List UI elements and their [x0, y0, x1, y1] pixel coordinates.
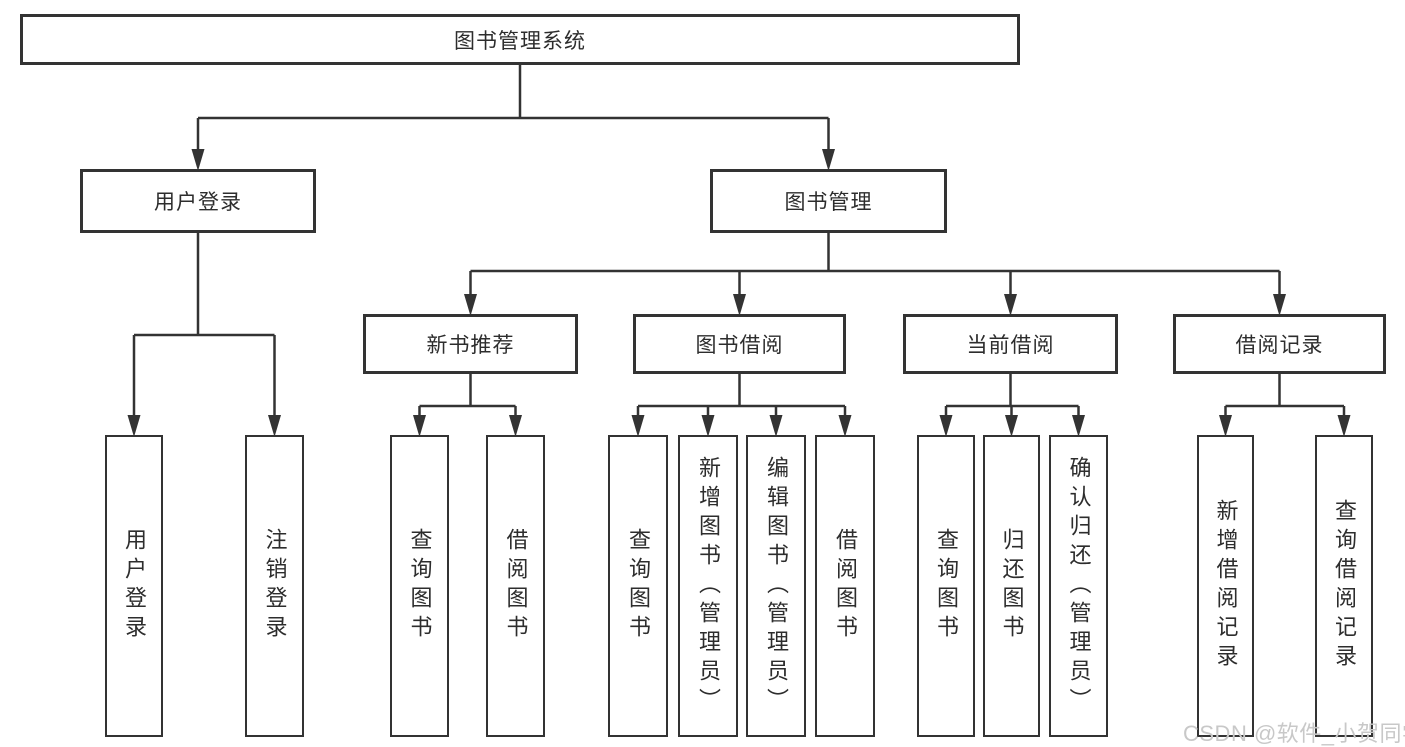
node-leaf-return-books: 归还图书 [983, 435, 1040, 737]
node-label-leaf-edit-books: 编辑图书（管理员） [764, 455, 789, 717]
node-leaf-user-login: 用户登录 [105, 435, 163, 737]
node-label-leaf-user-login: 用户登录 [122, 528, 147, 644]
node-leaf-confirm-return: 确认归还（管理员） [1049, 435, 1108, 737]
node-leaf-query-books-c: 查询图书 [917, 435, 975, 737]
node-leaf-query-books-a: 查询图书 [390, 435, 449, 737]
node-leaf-borrow-books-a: 借阅图书 [486, 435, 545, 737]
node-leaf-query-books-b: 查询图书 [608, 435, 668, 737]
node-label-leaf-return-books: 归还图书 [999, 528, 1025, 644]
node-label-leaf-add-borrow-record: 新增借阅记录 [1213, 499, 1239, 673]
node-borrow-record: 借阅记录 [1173, 314, 1386, 374]
node-leaf-add-borrow-record: 新增借阅记录 [1197, 435, 1254, 737]
node-label-root: 图书管理系统 [454, 29, 586, 53]
node-leaf-borrow-books-b: 借阅图书 [815, 435, 875, 737]
node-leaf-add-books: 新增图书（管理员） [678, 435, 738, 737]
node-label-leaf-borrow-books-b: 借阅图书 [833, 528, 858, 644]
node-label-leaf-logout: 注销登录 [262, 528, 288, 644]
node-label-leaf-query-books-a: 查询图书 [407, 528, 433, 644]
node-label-leaf-borrow-books-a: 借阅图书 [503, 528, 529, 644]
node-label-leaf-query-books-c: 查询图书 [934, 528, 959, 644]
node-label-leaf-confirm-return: 确认归还（管理员） [1066, 455, 1092, 717]
node-root: 图书管理系统 [20, 14, 1020, 65]
node-book-management: 图书管理 [710, 169, 947, 233]
node-label-current-borrow: 当前借阅 [966, 334, 1055, 357]
node-label-leaf-query-borrow-record: 查询借阅记录 [1332, 499, 1357, 673]
node-current-borrow: 当前借阅 [903, 314, 1118, 374]
node-label-book-management: 图书管理 [784, 191, 873, 214]
node-leaf-logout: 注销登录 [245, 435, 304, 737]
node-label-new-book-recommend: 新书推荐 [426, 334, 515, 357]
node-leaf-edit-books: 编辑图书（管理员） [746, 435, 806, 737]
csdn-watermark: CSDN @软件_小贺同学 [1183, 721, 1405, 746]
node-label-user-login: 用户登录 [154, 191, 242, 214]
node-label-leaf-query-books-b: 查询图书 [626, 528, 651, 644]
node-user-login: 用户登录 [80, 169, 316, 233]
node-book-borrow: 图书借阅 [633, 314, 846, 374]
node-label-leaf-add-books: 新增图书（管理员） [696, 455, 721, 717]
node-label-borrow-record: 借阅记录 [1235, 334, 1324, 357]
node-label-book-borrow: 图书借阅 [695, 334, 784, 357]
node-leaf-query-borrow-record: 查询借阅记录 [1315, 435, 1373, 737]
node-new-book-recommend: 新书推荐 [363, 314, 578, 374]
